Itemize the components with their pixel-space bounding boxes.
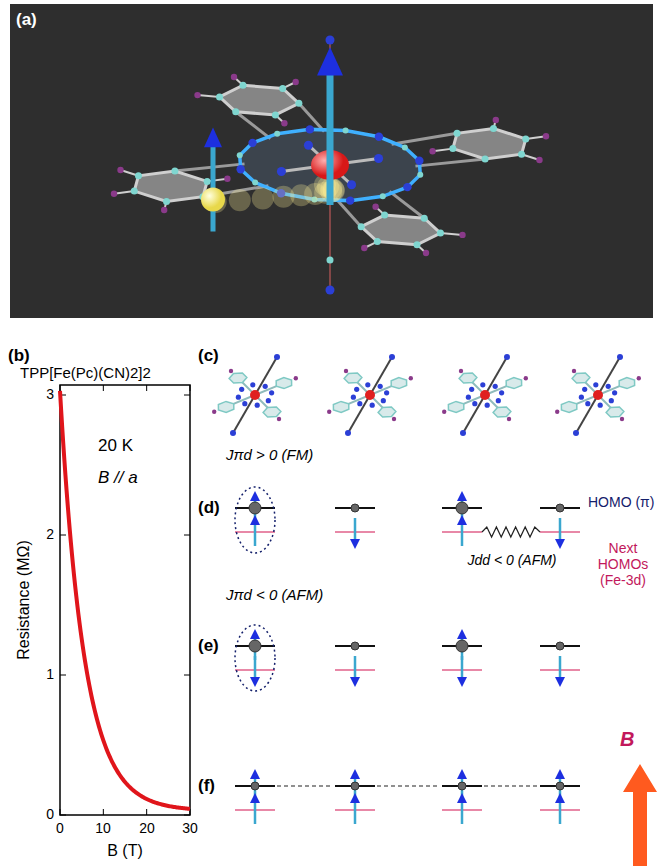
panel-label: (f) xyxy=(198,776,215,796)
panel-label: (c) xyxy=(198,346,219,366)
axis-title: Resistance (MΩ) xyxy=(15,540,33,660)
tick-label: 1 xyxy=(46,666,54,682)
field-label: B xyxy=(620,728,634,751)
coupling-label: Jπd < 0 (AFM) xyxy=(226,586,323,603)
coupling-label: Jπd > 0 (FM) xyxy=(226,446,313,463)
panel-label: (d) xyxy=(198,498,220,518)
field-arrow xyxy=(623,764,657,866)
tick-label: 20 xyxy=(139,820,155,836)
molecular-chain xyxy=(212,354,641,436)
temperature: 20 K xyxy=(98,436,133,456)
tick-label: 3 xyxy=(46,386,54,402)
tick-label: 2 xyxy=(46,526,54,542)
tick-label: 0 xyxy=(46,806,54,822)
tick-label: 10 xyxy=(95,820,111,836)
compound-name: TPP[Fe(Pc)(CN)2]2 xyxy=(20,364,151,381)
level-label: HOMO (π) xyxy=(588,494,654,510)
panel-label: (e) xyxy=(198,636,219,656)
spin-scheme xyxy=(235,487,657,866)
phthalocyanine-model xyxy=(111,36,549,295)
render-background xyxy=(10,4,653,318)
panel-label: (b) xyxy=(8,346,30,366)
tick-label: 30 xyxy=(182,820,198,836)
axis-title: B (T) xyxy=(107,842,143,860)
field-direction: B // a xyxy=(98,468,138,488)
resistance-plot xyxy=(60,385,190,815)
tick-label: 0 xyxy=(56,820,64,836)
level-label: Next HOMOs (Fe-3d) xyxy=(586,540,660,588)
panel-label: (a) xyxy=(16,10,37,30)
coupling-label: Jdd < 0 (AFM) xyxy=(467,552,556,568)
